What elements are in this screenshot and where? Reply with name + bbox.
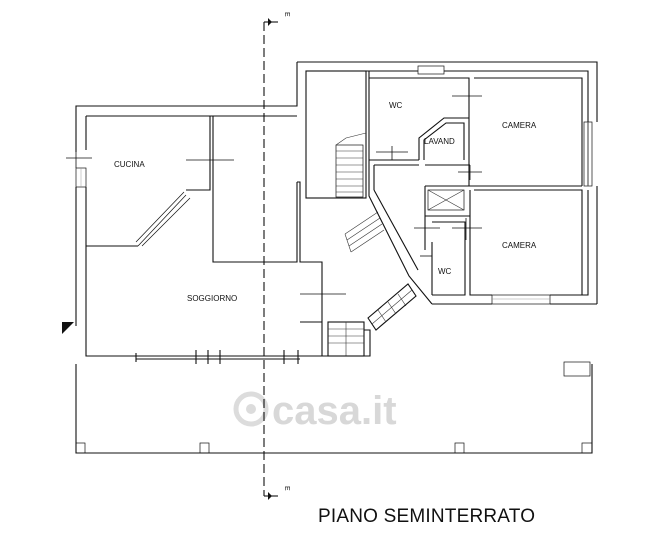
room-label-camera-bottom: CAMERA bbox=[502, 241, 537, 250]
terrace bbox=[75, 361, 593, 454]
section-mark-top: E bbox=[283, 12, 290, 17]
room-label-soggiorno: SOGGIORNO bbox=[187, 294, 237, 303]
watermark: casa.it bbox=[233, 389, 397, 433]
light-points bbox=[66, 88, 482, 305]
room-labels: CUCINA SOGGIORNO WC LAVAND CAMERA CAMERA… bbox=[114, 101, 537, 303]
section-line: E E bbox=[263, 12, 290, 500]
watermark-text: casa.it bbox=[272, 389, 397, 433]
exterior-walls bbox=[62, 61, 598, 357]
room-label-wc-top: WC bbox=[389, 101, 403, 110]
section-mark-bottom: E bbox=[283, 486, 290, 491]
room-label-wc-bottom: WC bbox=[438, 267, 452, 276]
room-label-lavand: LAVAND bbox=[424, 137, 455, 146]
lower-steps bbox=[321, 321, 371, 357]
plan-title: PIANO SEMINTERRATO bbox=[318, 506, 535, 527]
diagonal-block bbox=[367, 283, 417, 331]
interior-walls bbox=[86, 70, 583, 364]
room-label-camera-top: CAMERA bbox=[502, 121, 537, 130]
room-label-cucina: CUCINA bbox=[114, 160, 145, 169]
